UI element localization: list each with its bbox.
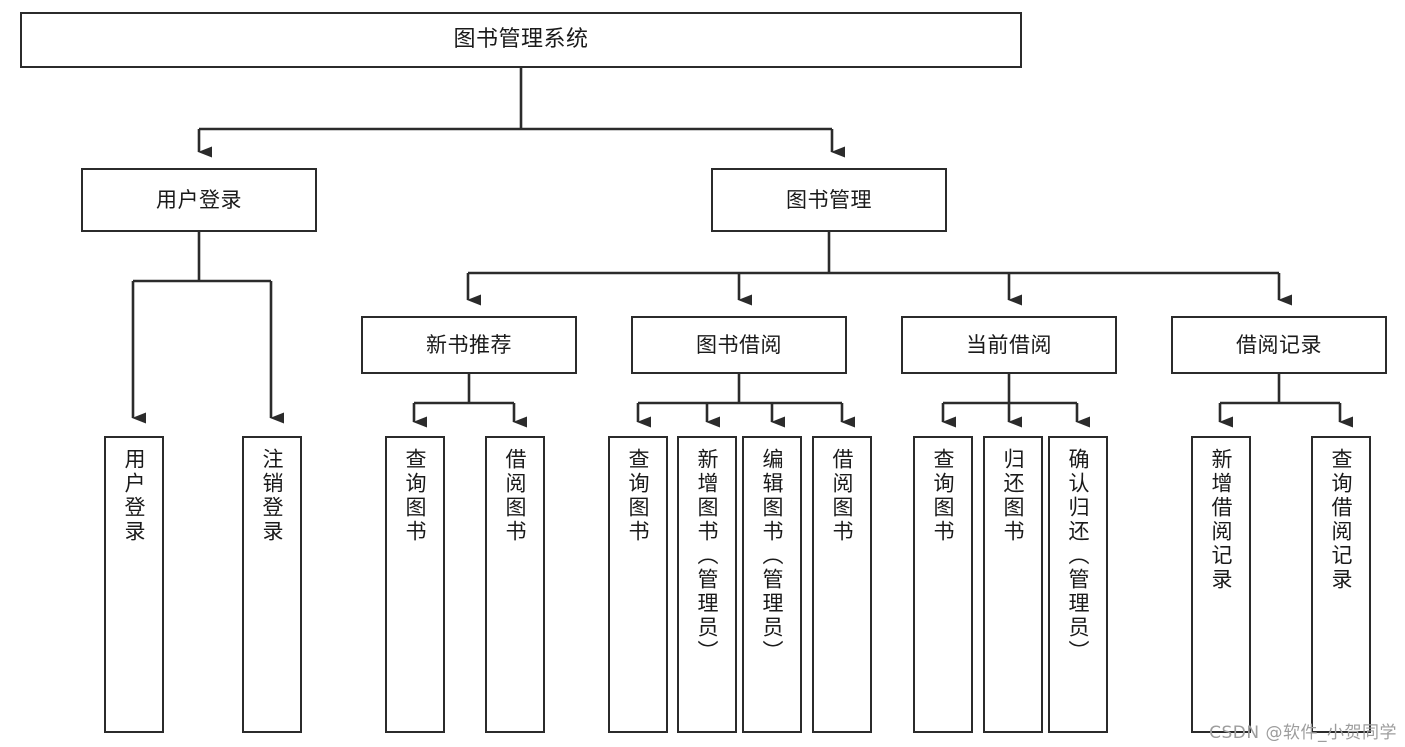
node-category-new-book-recommend[interactable]: 新书推荐 <box>361 316 577 374</box>
node-branch-user-login[interactable]: 用户登录 <box>81 168 317 232</box>
node-label: 归还图书 <box>1001 448 1026 544</box>
node-label: 编辑图书（管理员） <box>760 448 785 664</box>
node-label: 查询图书 <box>931 448 956 544</box>
node-label: 新书推荐 <box>426 332 512 357</box>
node-leaf-user-logout[interactable]: 注销登录 <box>242 436 302 733</box>
node-label: 查询图书 <box>403 448 428 544</box>
node-label: 借阅图书 <box>503 448 528 544</box>
node-label: 借阅记录 <box>1236 332 1322 357</box>
node-branch-book-management[interactable]: 图书管理 <box>711 168 947 232</box>
node-label: 用户登录 <box>156 187 242 212</box>
node-label: 注销登录 <box>260 448 285 544</box>
node-label: 图书管理系统 <box>453 27 589 53</box>
node-label: 新增图书（管理员） <box>695 448 720 664</box>
node-leaf-new-query-book[interactable]: 查询图书 <box>385 436 445 733</box>
node-leaf-new-borrow-book[interactable]: 借阅图书 <box>485 436 545 733</box>
node-label: 确认归还（管理员） <box>1066 448 1091 664</box>
node-label: 借阅图书 <box>830 448 855 544</box>
node-root-system[interactable]: 图书管理系统 <box>20 12 1022 68</box>
node-leaf-borrow-edit-book-admin[interactable]: 编辑图书（管理员） <box>742 436 802 733</box>
node-category-current-borrow[interactable]: 当前借阅 <box>901 316 1117 374</box>
node-leaf-borrow-add-book-admin[interactable]: 新增图书（管理员） <box>677 436 737 733</box>
node-leaf-current-confirm-return-admin[interactable]: 确认归还（管理员） <box>1048 436 1108 733</box>
node-leaf-user-login[interactable]: 用户登录 <box>104 436 164 733</box>
node-label: 用户登录 <box>122 448 147 544</box>
node-label: 查询图书 <box>626 448 651 544</box>
node-leaf-record-query-record[interactable]: 查询借阅记录 <box>1311 436 1371 733</box>
node-category-book-borrow[interactable]: 图书借阅 <box>631 316 847 374</box>
watermark-text: CSDN @软件_小贺同学 <box>1209 723 1397 743</box>
node-leaf-current-query-book[interactable]: 查询图书 <box>913 436 973 733</box>
node-leaf-borrow-borrow-book[interactable]: 借阅图书 <box>812 436 872 733</box>
node-label: 当前借阅 <box>966 332 1052 357</box>
node-leaf-borrow-query-book[interactable]: 查询图书 <box>608 436 668 733</box>
node-category-borrow-record[interactable]: 借阅记录 <box>1171 316 1387 374</box>
node-leaf-current-return-book[interactable]: 归还图书 <box>983 436 1043 733</box>
node-label: 图书借阅 <box>696 332 782 357</box>
node-label: 新增借阅记录 <box>1209 448 1234 592</box>
node-leaf-record-add-record[interactable]: 新增借阅记录 <box>1191 436 1251 733</box>
node-label: 图书管理 <box>786 187 872 212</box>
node-label: 查询借阅记录 <box>1329 448 1354 592</box>
